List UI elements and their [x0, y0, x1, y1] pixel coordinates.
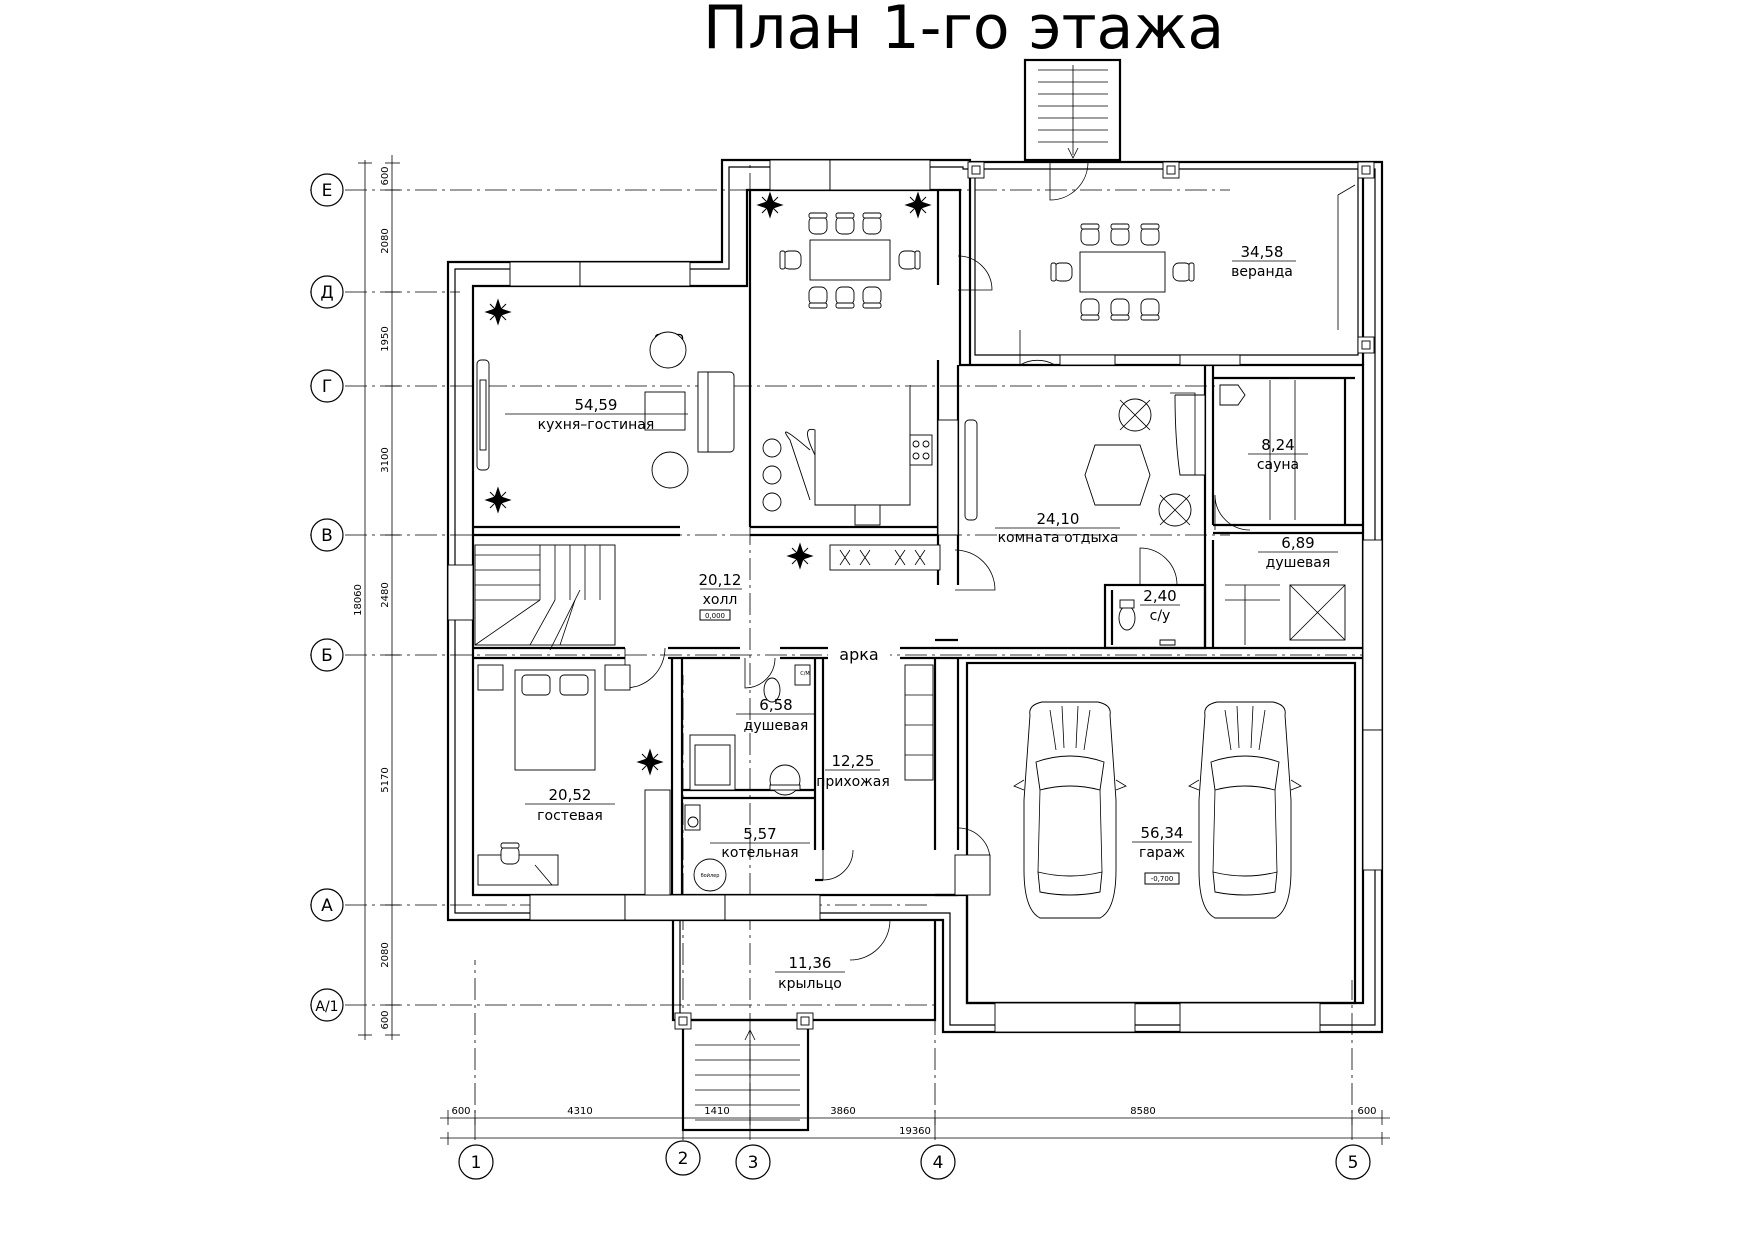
- dimension-bottom: 600: [1357, 1106, 1376, 1117]
- dimension-left: 600: [380, 166, 391, 185]
- shower-fixtures-2: [689, 664, 811, 796]
- room-name-rest: комната отдыха: [998, 530, 1119, 546]
- living-furniture: [476, 331, 735, 489]
- entrance-steps: [695, 1029, 800, 1125]
- dimension-bottom: 1410: [704, 1106, 729, 1117]
- rest-furniture: [964, 392, 1206, 527]
- sauna-benches: [1219, 380, 1296, 520]
- entry-wardrobe: [904, 664, 991, 896]
- axis-number-label: 2: [678, 1149, 689, 1169]
- tags: 0,000 -0,700 арка С/М: [699, 609, 1180, 885]
- room-labels: 54,59 кухня–гостиная 34,58 веранда 24,10…: [505, 243, 1338, 992]
- room-area-boiler: 5,57: [743, 825, 776, 843]
- hall-level-tag: 0,000: [705, 612, 725, 620]
- room-area-rest: 24,10: [1037, 510, 1080, 528]
- garage-level-tag: -0,700: [1151, 875, 1174, 883]
- room-area-shower1: 6,89: [1281, 534, 1314, 552]
- axis-letter-label: В: [321, 526, 333, 546]
- hall-cabinets: [829, 544, 941, 571]
- columns: [674, 161, 1375, 1030]
- page-title: План 1-го этажа: [703, 0, 1224, 63]
- dimension-left: 3100: [380, 447, 391, 472]
- room-area-veranda: 34,58: [1241, 243, 1284, 261]
- axis-letter-label: А: [321, 896, 333, 916]
- room-name-shower1: душевая: [1266, 555, 1331, 571]
- dimension-left: 5170: [380, 767, 391, 792]
- room-name-guest: гостевая: [537, 808, 603, 824]
- room-name-porch: крыльцо: [778, 976, 842, 992]
- room-name-veranda: веранда: [1231, 264, 1293, 280]
- boiler-label: бойлер: [701, 872, 720, 879]
- dimension-left-total: 18060: [353, 584, 364, 616]
- dining-table-kitchen: [779, 212, 921, 309]
- axis-number-label: 3: [748, 1153, 759, 1173]
- dimension-left: 1950: [380, 326, 391, 351]
- room-area-hall: 20,12: [699, 571, 742, 589]
- room-area-garage: 56,34: [1141, 824, 1184, 842]
- axis-bubbles-numbers: 1 2 3 4 5: [458, 1140, 1371, 1180]
- room-area-porch: 11,36: [789, 954, 832, 972]
- shower-fixtures-1: [1225, 584, 1346, 645]
- room-name-boiler: котельная: [721, 845, 798, 861]
- wc-small-label: С/М: [800, 671, 810, 677]
- wc-fixtures: [1118, 599, 1176, 646]
- dimension-left: 600: [380, 1010, 391, 1029]
- axis-number-label: 1: [471, 1153, 482, 1173]
- axis-letter-label: Е: [322, 181, 333, 201]
- axis-letter-label: Б: [321, 646, 333, 666]
- dimension-bottom: 3860: [830, 1106, 855, 1117]
- room-area-shower2: 6,58: [759, 696, 792, 714]
- boiler: бойлер: [684, 804, 727, 892]
- dimension-bottom: 4310: [567, 1106, 592, 1117]
- room-area-wc: 2,40: [1143, 587, 1176, 605]
- axis-letter-label: Д: [320, 283, 333, 303]
- veranda-steps: [1038, 65, 1356, 330]
- room-name-wc: с/у: [1150, 608, 1171, 624]
- dining-table-veranda: [1050, 223, 1195, 321]
- axis-letter-label: А/1: [315, 999, 338, 1015]
- walls: [446, 58, 1384, 1132]
- room-name-hall: холл: [703, 592, 738, 608]
- axis-letter-label: Г: [322, 377, 332, 397]
- hall-staircase: [474, 544, 616, 651]
- dimensions-left: 600 2080 1950 3100 2480 5170 2080 600 18…: [353, 155, 400, 1040]
- axis-bubbles-letters: Е Д Г В Б А А/1: [310, 173, 344, 1022]
- room-name-sauna: сауна: [1257, 457, 1299, 473]
- arch-label: арка: [839, 645, 878, 664]
- room-area-kitchen: 54,59: [575, 396, 618, 414]
- room-area-guest: 20,52: [549, 786, 592, 804]
- dimensions-bottom: 600 4310 1410 3860 8580 600 19360: [440, 1106, 1390, 1145]
- dimension-left: 2080: [380, 228, 391, 253]
- guest-furniture: [477, 664, 671, 896]
- dimension-bottom: 8580: [1130, 1106, 1155, 1117]
- kitchen-counter: [762, 385, 933, 526]
- axis-number-label: 4: [933, 1153, 944, 1173]
- room-name-entry: прихожая: [816, 774, 890, 790]
- axis-number-label: 5: [1348, 1153, 1359, 1173]
- dimension-bottom: 600: [451, 1106, 470, 1117]
- windows: [447, 159, 1383, 1033]
- room-area-entry: 12,25: [832, 752, 875, 770]
- dimension-left: 2480: [380, 582, 391, 607]
- dimension-left: 2080: [380, 942, 391, 967]
- room-area-sauna: 8,24: [1261, 436, 1294, 454]
- dimension-bottom-total: 19360: [899, 1126, 931, 1137]
- room-name-shower2: душевая: [744, 718, 809, 734]
- garage-cars: [1013, 701, 1302, 919]
- room-name-kitchen: кухня–гостиная: [538, 417, 655, 433]
- room-name-garage: гараж: [1139, 845, 1185, 861]
